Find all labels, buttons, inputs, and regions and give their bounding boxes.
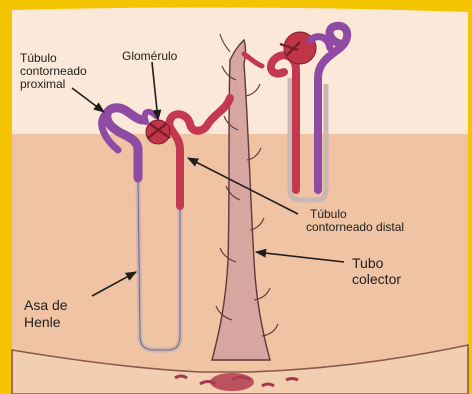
left-glomerulus [146, 120, 170, 144]
papilla-pore [210, 373, 254, 391]
label-glomerulo: Glomérulo [122, 49, 178, 63]
